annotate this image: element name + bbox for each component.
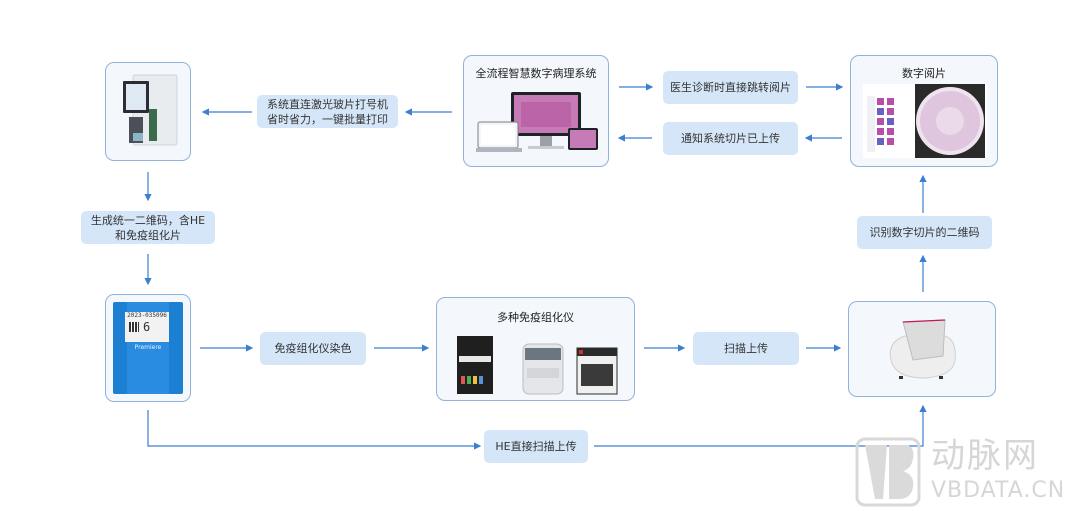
labeled-slide-card: 2023-035096 6 Premiere: [105, 294, 191, 402]
printer-note-line2: 省时省力，一键批量打印: [267, 112, 388, 126]
notify-upload-label: 通知系统切片已上传: [663, 122, 798, 155]
pathology-system-title: 全流程智慧数字病理系统: [475, 67, 597, 80]
scan-upload-label: 扫描上传: [693, 332, 799, 365]
doctor-jump-label: 医生诊断时直接跳转阅片: [663, 71, 798, 104]
slide-brand-text: Premiere: [134, 344, 162, 351]
slide-label-sticker: 2023-035096 6: [125, 312, 169, 342]
ihc-instruments-title: 多种免疫组化仪: [497, 311, 574, 324]
arrow-slide-to-he: [147, 410, 482, 450]
ihc-instruments-card: 多种免疫组化仪: [436, 297, 635, 401]
printer-note-label: 系统直连激光玻片打号机 省时省力，一键批量打印: [257, 95, 398, 128]
qr-generate-line2: 和免疫组化片: [115, 228, 181, 242]
qr-generate-line1: 生成统一二维码，含HE: [90, 213, 206, 227]
printer-card: [105, 62, 191, 161]
watermark-cn: 动脉网: [931, 436, 1039, 476]
ihc-instruments-icon: [457, 336, 618, 395]
labeled-slide-image: 2023-035096 6 Premiere: [113, 302, 183, 394]
slide-printer-icon: [123, 74, 178, 146]
identify-qr-label: 识别数字切片的二维码: [857, 216, 992, 249]
digital-slide-viewer-icon: [863, 84, 987, 158]
arrow-he-to-scanner: [594, 404, 927, 447]
digital-reading-title: 数字阅片: [902, 67, 946, 80]
slide-no-text: 6: [143, 320, 151, 334]
he-direct-label: HE直接扫描上传: [484, 430, 588, 463]
vbdata-watermark: 动脉网 VBDATA.CN: [855, 437, 1080, 507]
ihc-stain-label: 免疫组化仪染色: [260, 332, 366, 365]
multi-device-viewer-icon: [476, 92, 598, 152]
slide-id-text: 2023-035096: [127, 312, 167, 319]
pathology-system-card: 全流程智慧数字病理系统: [463, 55, 609, 167]
scanner-card: [848, 301, 996, 397]
printer-note-line1: 系统直连激光玻片打号机: [267, 97, 388, 111]
watermark-en: VBDATA.CN: [931, 478, 1066, 503]
qr-generate-label: 生成统一二维码，含HE 和免疫组化片: [81, 211, 215, 244]
digital-reading-card: 数字阅片: [850, 55, 998, 167]
vb-logo-icon: [855, 437, 921, 507]
slide-scanner-icon: [889, 319, 956, 379]
qr-code-icon: [129, 322, 139, 332]
